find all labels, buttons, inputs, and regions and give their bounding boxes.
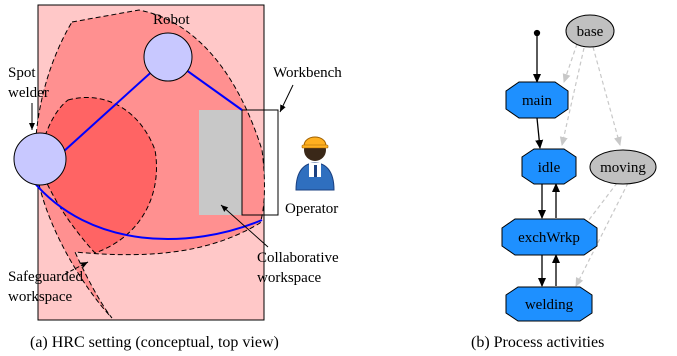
- edge-moving-exch: [581, 182, 618, 230]
- spot-welder-label-1: Spot: [8, 65, 36, 81]
- node-main: [505, 81, 569, 119]
- operator-icon: [295, 136, 335, 191]
- node-base: [565, 14, 615, 48]
- black-edges: [533, 29, 560, 287]
- node-main-label: main: [522, 93, 552, 109]
- caption-b: (b) Process activities: [471, 334, 604, 351]
- robot-label: Robot: [153, 12, 191, 28]
- node-moving-label: moving: [600, 160, 646, 176]
- workbench-area: [199, 110, 242, 215]
- edge-base-moving: [592, 46, 622, 146]
- node-idle: [521, 148, 577, 185]
- start-dot: [533, 29, 541, 37]
- node-exchWrkp: [501, 218, 598, 256]
- collaborative-label-2: workspace: [257, 270, 321, 286]
- node-welding-label: welding: [525, 297, 574, 313]
- spot-welder-joint: [13, 132, 67, 186]
- robot-arm-sweep: [31, 179, 263, 241]
- robot-joint: [143, 32, 193, 82]
- panel-b-process-activities: base moving main idle exchWrkp welding (…: [471, 14, 657, 351]
- edge-base-main: [562, 43, 578, 83]
- edge-moving-welding: [575, 182, 629, 287]
- panel-a-hrc-setting: Robot Spot welder Workbench Operator Saf…: [8, 4, 342, 351]
- node-idle-label: idle: [538, 160, 561, 176]
- collaborative-pointer: [220, 204, 269, 248]
- safeguarded-label-2: workspace: [8, 289, 72, 305]
- node-welding: [505, 286, 593, 322]
- workbench-label: Workbench: [273, 65, 342, 81]
- spot-welder-label-2: welder: [8, 85, 49, 101]
- node-base-label: base: [577, 24, 604, 40]
- edge-main-idle: [535, 117, 544, 149]
- caption-a: (a) HRC setting (conceptual, top view): [30, 334, 279, 351]
- workbench-pointer: [279, 84, 294, 113]
- node-exchWrkp-label: exchWrkp: [518, 230, 580, 246]
- edge-base-idle: [559, 47, 585, 146]
- gray-edges: [559, 43, 629, 287]
- collaborative-label-1: Collaborative: [257, 250, 339, 266]
- safeguarded-pointer: [64, 261, 89, 275]
- operator-label: Operator: [285, 201, 338, 217]
- node-moving: [589, 149, 657, 185]
- safeguarded-label-1: Safeguarded: [8, 269, 83, 285]
